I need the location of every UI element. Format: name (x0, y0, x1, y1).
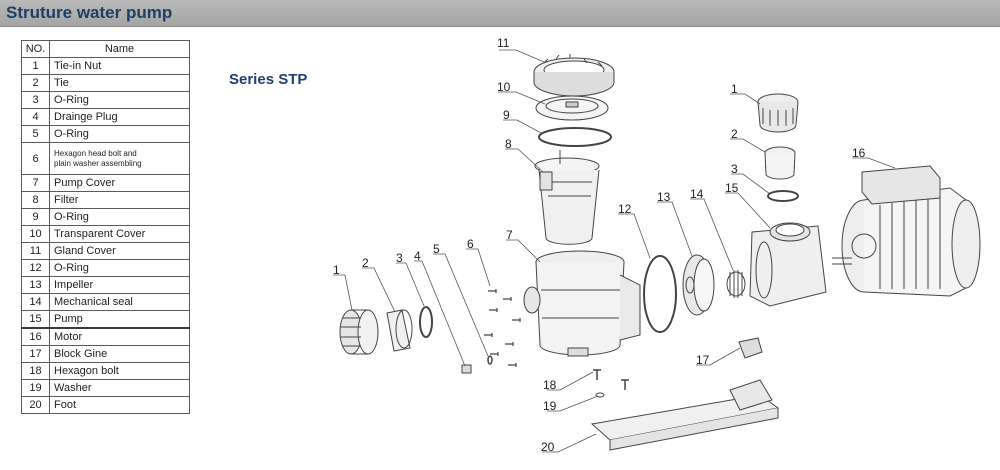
motor-part (832, 165, 981, 297)
o-ring-part-5 (487, 355, 493, 365)
tie-in-nut-part-right (757, 93, 799, 133)
tie-part-left (386, 309, 413, 352)
part-number: 15 (21, 310, 50, 329)
page-title: Struture water pump (6, 3, 173, 22)
callout-16: 16 (852, 146, 866, 160)
callout-7: 7 (506, 228, 513, 242)
column-header-no: NO. (21, 40, 50, 58)
callout-10: 10 (497, 80, 511, 94)
gland-cover-part (533, 54, 615, 97)
tie-in-nut-part-left (339, 309, 379, 355)
part-name-line1: Hexagon head bolt and (54, 148, 137, 158)
callout-1-left: 1 (333, 263, 340, 277)
part-name: Drainge Plug (49, 108, 190, 126)
callout-18: 18 (543, 378, 557, 392)
part-name: Impeller (49, 276, 190, 294)
washer-part (595, 392, 605, 398)
callout-15: 15 (725, 181, 739, 195)
pump-housing-part (523, 250, 641, 357)
pump-body-part (749, 222, 827, 307)
part-name: Mechanical seal (49, 293, 190, 311)
o-ring-part-left (419, 306, 433, 338)
filter-basket-part (534, 150, 600, 245)
transparent-cover-part (535, 95, 609, 121)
part-number: 14 (21, 293, 50, 311)
callout-2-left: 2 (362, 256, 369, 270)
series-label: Series STP (229, 71, 308, 88)
callout-8: 8 (505, 137, 512, 151)
part-name: O-Ring (49, 91, 190, 109)
callout-3-right: 3 (731, 162, 738, 176)
foot-part (590, 379, 780, 451)
callout-17: 17 (696, 353, 710, 367)
part-name: Foot (49, 396, 190, 414)
part-name: Block Gine (49, 345, 190, 363)
drain-plug-part (461, 364, 472, 374)
parts-table-header: NO. Name (21, 40, 190, 58)
part-name: Pump Cover (49, 174, 190, 192)
bolts-part (484, 289, 521, 367)
callout-13: 13 (657, 190, 671, 204)
header-bar: Struture water pump (0, 0, 1000, 27)
part-number: 6 (21, 142, 50, 175)
o-ring-part-9 (538, 127, 612, 147)
callout-19: 19 (543, 399, 557, 413)
block-gine-part (738, 337, 763, 359)
leader-lines (333, 49, 896, 453)
callout-12: 12 (618, 202, 632, 216)
callout-6: 6 (467, 237, 474, 251)
o-ring-part-right (767, 190, 799, 202)
impeller-part (682, 254, 715, 316)
mechanical-seal-part (726, 270, 746, 298)
callout-4: 4 (414, 249, 421, 263)
callout-14: 14 (690, 187, 704, 201)
callout-1-right: 1 (731, 82, 738, 96)
callout-11: 11 (497, 36, 510, 50)
part-name-line2: plain washer assembling (54, 158, 142, 168)
o-ring-part-12 (643, 255, 677, 333)
hexagon-bolt-part (621, 379, 629, 390)
callout-3-left: 3 (396, 251, 403, 265)
callout-2-right: 2 (731, 127, 738, 141)
hexagon-bolt-part (593, 369, 601, 380)
tie-part-right (764, 146, 796, 180)
callout-9: 9 (503, 108, 510, 122)
part-name: Motor (49, 327, 190, 346)
callout-5: 5 (433, 242, 440, 256)
part-name: Transparent Cover (49, 225, 190, 243)
callout-20: 20 (541, 440, 555, 454)
